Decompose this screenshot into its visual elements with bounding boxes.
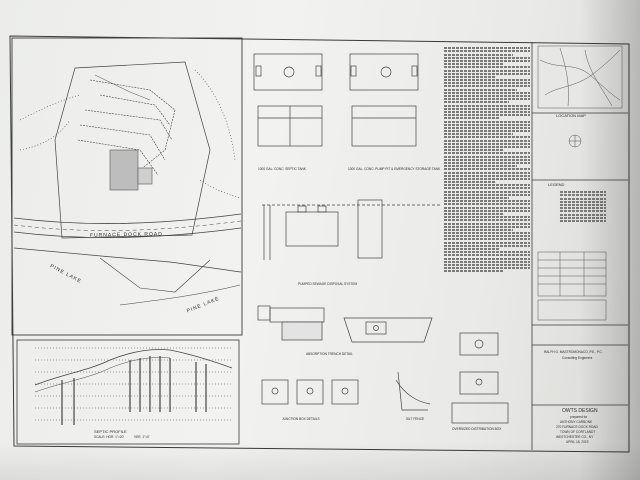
distribution-caption: OVERSIZED DISTRIBUTION BOX <box>452 427 502 431</box>
sidebar-tables <box>537 251 607 321</box>
septic-tank-caption: 1000 GAL. CONC. SEPTIC TANK <box>258 167 306 171</box>
septic-profile-drawing <box>34 347 233 425</box>
absorption-caption: ABSORPTION TRENCH DETAIL <box>306 352 353 356</box>
junction-caption: JUNCTION BOX DETAILS <box>282 417 320 421</box>
tank-details <box>253 53 509 424</box>
prepared-for: prepared for <box>570 415 588 419</box>
legend-title: LEGEND <box>548 182 565 187</box>
profile-title: SEPTIC PROFILE <box>94 429 127 434</box>
silt-caption: SILT FENCE <box>406 417 425 421</box>
profile-scale-horizontal: SCALE: HOR. 1"=20' <box>94 435 124 439</box>
project-title: OWTS DESIGN <box>562 408 598 414</box>
engineer-subtitle: Consulting Engineers <box>562 356 593 360</box>
site-plan-drawing <box>13 61 242 306</box>
town-name: TOWN OF CORTLANDT <box>560 430 596 434</box>
county-name: WESTCHESTER CO., NY <box>556 435 594 439</box>
drawing-date: APRIL 18, 2019 <box>566 440 589 444</box>
pump-tank-caption: 1000 GAL. CONC. PUMP PIT & EMERGENCY STO… <box>348 167 441 171</box>
legend-entries <box>560 190 606 223</box>
general-notes-left-column <box>444 46 530 274</box>
location-map-title: LOCATION MAP <box>556 113 586 118</box>
location-map-drawing <box>537 45 623 148</box>
owner-name: ANTHONY CARBONE <box>560 420 593 424</box>
pump-system-caption: PUMPED SEWAGE DISPOSAL SYSTEM <box>298 282 358 286</box>
site-address: 270 FURNACE DOCK ROAD <box>556 425 598 429</box>
engineer-name: RALPH G. MASTROMONACO, P.E., P.C. <box>544 350 603 354</box>
profile-scale-vertical: VER. 1"=5' <box>134 435 150 439</box>
